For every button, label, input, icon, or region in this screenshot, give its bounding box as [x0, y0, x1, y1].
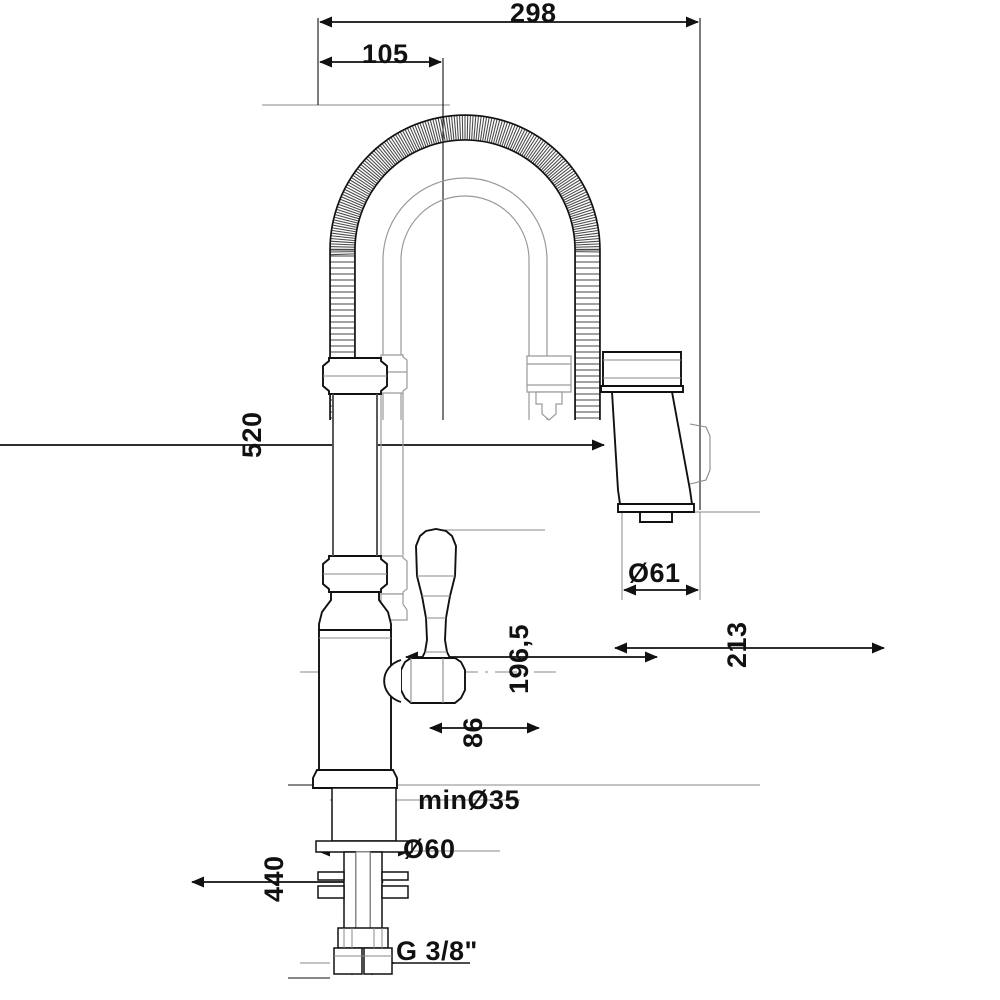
shank-detail-lines: [334, 928, 392, 957]
riser-detail-lines: [319, 375, 391, 639]
lever-handle: [415, 528, 457, 659]
mounting-shank: [315, 787, 413, 975]
dim-text-overall-width: 298: [510, 0, 557, 28]
dim-text-overall-height: 520: [237, 411, 267, 458]
dim-text-lever-axis-height: 86: [458, 716, 488, 748]
dim-text-below-deck-length: 440: [259, 855, 289, 902]
coiled-spring-hose: [329, 114, 601, 420]
dim-text-base-diameter: Ø60: [403, 834, 456, 864]
inner-hose-outline: [376, 177, 572, 621]
dim-text-spray-head-height: 213: [722, 621, 752, 668]
riser-column: [312, 357, 398, 789]
spray-head-detail: [603, 359, 711, 485]
cartridge-housing: [383, 657, 466, 704]
dim-text-spout-offset: 105: [362, 39, 409, 69]
dim-text-spout-reach-height: 196,5: [504, 623, 534, 694]
dim-text-inlet-thread: G 3/8": [396, 936, 478, 966]
dim-text-mounting-hole-min: minØ35: [418, 785, 521, 815]
dim-text-spray-head-diameter: Ø61: [628, 558, 681, 588]
